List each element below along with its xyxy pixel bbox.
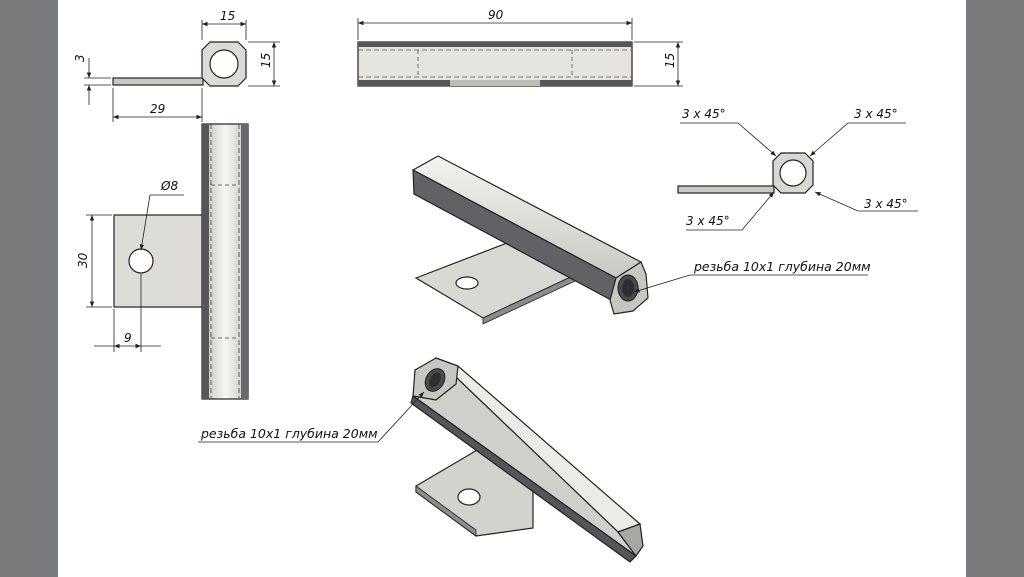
dim-plate-length: 29 [150,102,165,116]
iso1-hole [455,276,479,290]
iso2-rod-side [410,395,637,563]
rod-side [357,41,633,87]
mount-hole [128,248,154,274]
chamfer-top-right: 3 x 45° [854,107,898,121]
dim-hole-offset: 9 [124,331,132,345]
technical-drawing: 15 15 3 29 90 15 [73,8,918,563]
chamfer-detail: 3 x 45° 3 x 45° 3 x 45° 3 x 45° [677,107,918,231]
dim-rod-height: 15 [663,53,677,68]
plate-front [113,214,207,308]
dim-hex-height: 15 [259,53,273,68]
isometric-view-upper: резьба 10x1 глубина 20мм [411,155,871,325]
plate-edge [112,77,204,86]
chamfer-bottom-left: 3 x 45° [686,214,730,228]
dim-hex-width: 15 [220,9,235,23]
rod-front [201,123,249,400]
chamfer-bottom-right: 3 x 45° [864,197,908,211]
bore-circle [209,49,239,79]
thread-note-lower: резьба 10x1 глубина 20мм [200,426,378,441]
end-view: 15 15 3 29 [73,9,280,122]
dim-plate-thickness: 3 [73,54,87,62]
iso2-hole [457,488,481,506]
dim-hole-diameter: Ø8 [160,179,178,193]
drawing-sheet: 15 15 3 29 90 15 [58,0,966,577]
thread-note-upper: резьба 10x1 глубина 20мм [693,259,871,274]
isometric-view-lower: резьба 10x1 глубина 20мм [198,357,644,563]
dim-rod-length: 90 [488,8,504,22]
side-view: 90 15 [357,8,683,87]
chamfer-top-left: 3 x 45° [682,107,726,121]
detail-plate [677,185,775,194]
detail-bore [779,159,807,187]
front-view: Ø8 30 9 [76,123,249,400]
dim-plate-height: 30 [76,252,90,268]
